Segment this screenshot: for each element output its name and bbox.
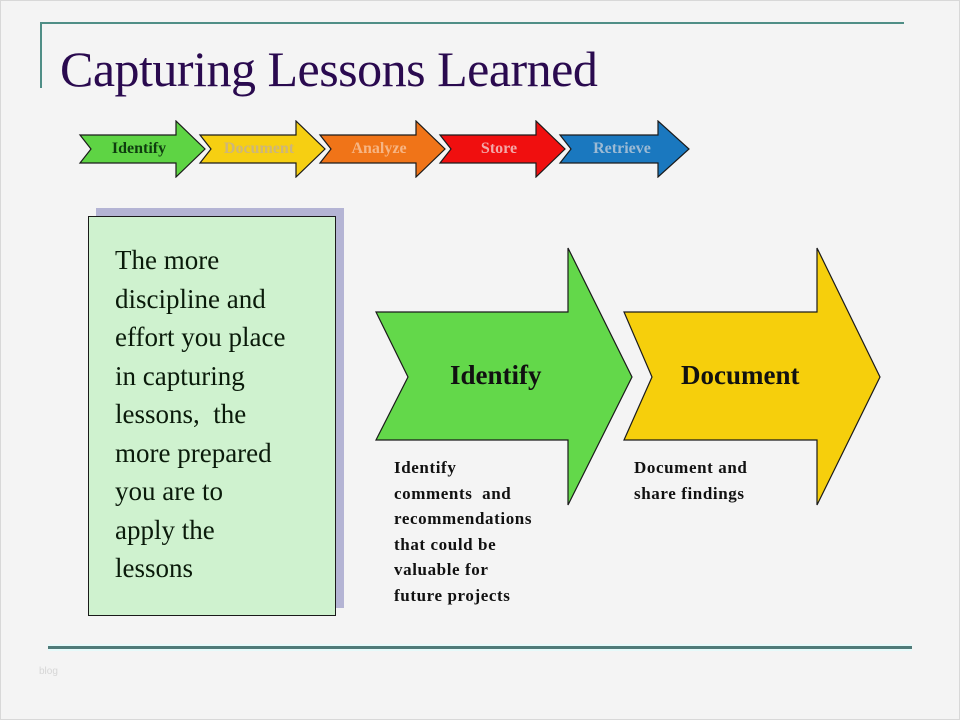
quote-line: more prepared bbox=[115, 437, 272, 468]
arrow-right-icon bbox=[623, 247, 881, 506]
arrow-right-icon bbox=[318, 120, 446, 178]
step-identify-caption: Identify comments and recommendations th… bbox=[394, 455, 569, 608]
title-rule-top bbox=[40, 22, 904, 24]
quote-line: in capturing bbox=[115, 360, 245, 391]
caption-line: valuable for bbox=[394, 560, 489, 579]
quote-line: lessons, the bbox=[115, 399, 247, 429]
process-step-analyze: Analyze bbox=[318, 120, 448, 178]
step-document-label: Document bbox=[681, 360, 800, 390]
quote-line: apply the bbox=[115, 514, 215, 545]
process-step-label: Store bbox=[480, 140, 518, 157]
title-rule-left bbox=[40, 22, 42, 88]
caption-line: Identify bbox=[394, 458, 457, 477]
caption-line: that could be bbox=[394, 534, 497, 554]
process-step-document: Document bbox=[198, 120, 328, 178]
quote-line: lessons bbox=[115, 553, 194, 583]
quote-line: effort you place bbox=[115, 322, 286, 352]
arrow-right-icon bbox=[438, 120, 566, 178]
slide-title: Capturing Lessons Learned bbox=[60, 41, 598, 97]
arrow-right-icon bbox=[198, 120, 326, 178]
process-step-identify: Identify bbox=[78, 120, 208, 178]
arrow-right-icon bbox=[375, 247, 633, 506]
process-step-retrieve: Retrieve bbox=[558, 120, 690, 178]
footer-rule bbox=[48, 646, 912, 649]
process-step-label: Identify bbox=[111, 140, 167, 157]
caption-line: future projects bbox=[394, 585, 511, 605]
arrow-right-icon bbox=[78, 120, 206, 178]
quote-box: The more discipline and effort you place… bbox=[88, 216, 336, 616]
quote-line: The more bbox=[115, 245, 220, 275]
process-step-label: Analyze bbox=[351, 140, 407, 157]
arrow-right-icon bbox=[558, 120, 690, 178]
caption-line: recommendations bbox=[394, 509, 533, 528]
caption-line: comments and bbox=[394, 483, 512, 503]
footer-watermark: blog bbox=[39, 666, 58, 677]
caption-line: Document and bbox=[634, 458, 748, 477]
process-step-label: Retrieve bbox=[593, 140, 651, 157]
quote-line: you are to bbox=[115, 476, 223, 506]
step-identify-label: Identify bbox=[450, 360, 542, 390]
process-step-store: Store bbox=[438, 120, 568, 178]
step-document-caption: Document and share findings bbox=[634, 455, 809, 506]
process-step-label: Document bbox=[223, 140, 295, 157]
step-document-arrow: Document bbox=[622, 246, 884, 508]
quote-text: The more discipline and effort you place… bbox=[115, 241, 330, 588]
caption-line: share findings bbox=[634, 483, 745, 503]
quote-line: discipline and bbox=[115, 283, 266, 314]
step-identify-arrow: Identify bbox=[374, 246, 636, 508]
